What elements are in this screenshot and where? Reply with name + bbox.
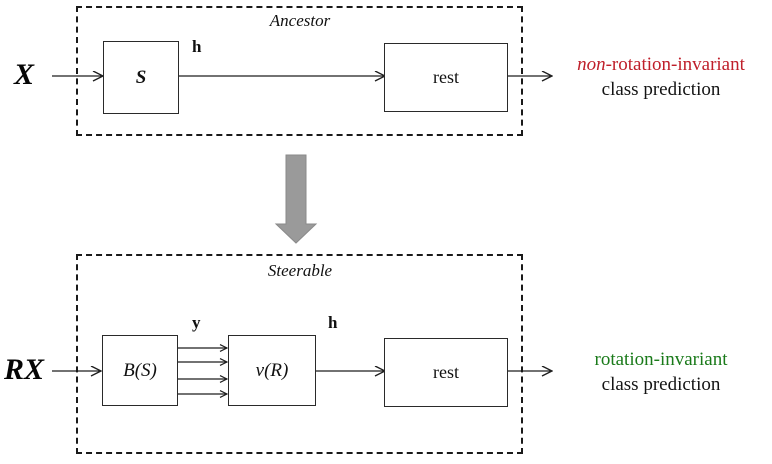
ancestor-group-box [76,6,523,136]
down-arrow-icon [274,154,318,244]
block-rest-bottom[interactable]: rest [384,338,508,407]
block-s-label: S [135,66,147,88]
output-top-line2: class prediction [601,79,721,101]
block-vr[interactable]: v(R) [228,335,316,406]
output-text-top: non-rotation-invariant class prediction [552,52,770,102]
ancestor-group-title: Ancestor [269,11,331,30]
block-bs-label: B(S) [123,359,157,381]
block-s[interactable]: S [103,41,179,114]
signal-label-h-bottom: h [328,313,338,332]
output-bottom-line1: rotation-invariant [594,349,728,370]
steerable-group-title: Steerable [267,261,333,280]
block-vr-label: v(R) [255,359,289,381]
block-rest-top-label: rest [433,67,459,87]
block-rest-top[interactable]: rest [384,43,508,112]
block-bs[interactable]: B(S) [102,335,178,406]
signal-label-h-top: h [192,37,202,56]
output-bottom-line2: class prediction [601,374,721,396]
input-symbol-rx: RX [4,353,45,386]
output-top-emphasis: non [577,54,606,75]
signal-label-y: y [192,313,201,332]
output-text-bottom: rotation-invariant class prediction [552,347,770,397]
steerable-group-box [76,254,523,454]
output-top-line1-rest: -rotation-invariant [605,54,745,75]
block-rest-bottom-label: rest [433,362,459,382]
output-top-line1: non-rotation-invariant [552,52,770,77]
input-symbol-x: X [14,58,35,91]
